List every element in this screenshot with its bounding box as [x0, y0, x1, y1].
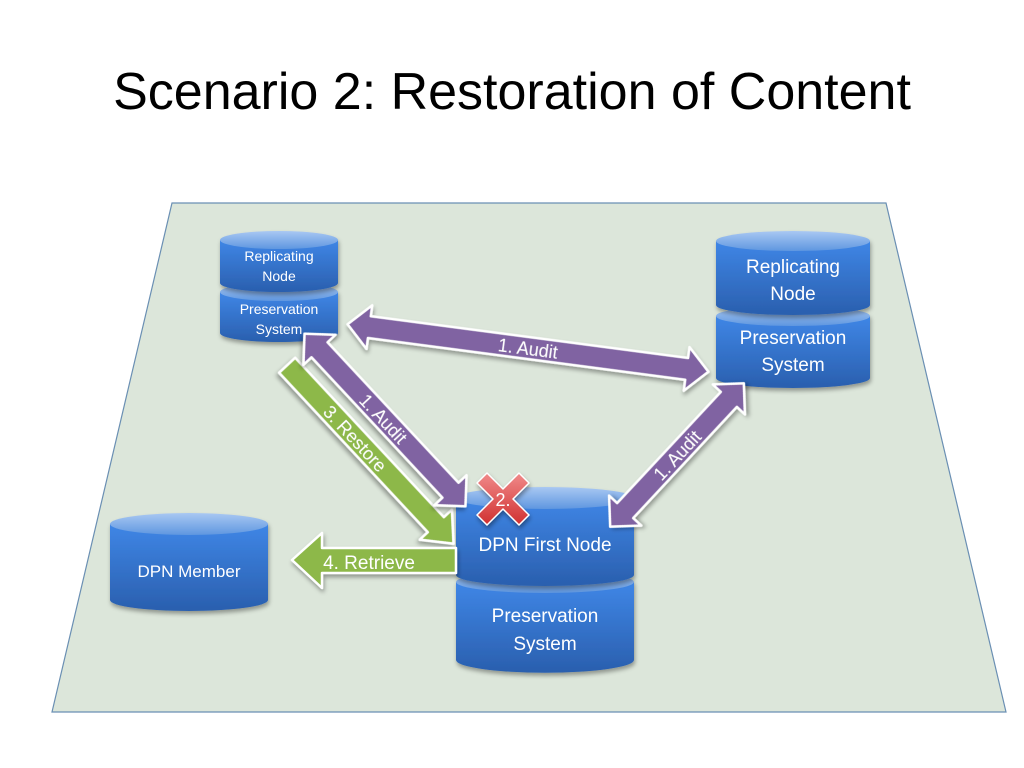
left-replicating-cylinder: [220, 231, 338, 292]
right-replicating-line2: Node: [770, 284, 815, 305]
dpn-member-label: DPN Member: [138, 562, 241, 581]
audit-arrow-top: 1. Audit: [346, 304, 710, 392]
dpn-member-cylinder: [110, 513, 268, 611]
left-replicating-line2: Node: [262, 268, 296, 284]
left-preservation-line2: System: [256, 321, 303, 337]
left-preservation-line1: Preservation: [240, 301, 319, 317]
right-preservation-line2: System: [761, 355, 824, 376]
retrieve-arrow-label: 4. Retrieve: [323, 553, 415, 574]
first-preservation-line2: System: [513, 634, 576, 655]
right-replicating-line1: Replicating: [746, 257, 840, 278]
right-replicating-cylinder: [716, 231, 870, 315]
left-replicating-line1: Replicating: [244, 248, 313, 264]
first-node-label: DPN First Node: [478, 535, 611, 556]
first-preservation-line1: Preservation: [492, 606, 599, 627]
right-preservation-line1: Preservation: [740, 328, 847, 349]
slide-title: Scenario 2: Restoration of Content: [113, 63, 911, 121]
failure-marker-label: 2.: [495, 490, 510, 510]
retrieve-arrow: 4. Retrieve: [290, 531, 458, 590]
failure-x-icon: 2.: [476, 472, 530, 526]
